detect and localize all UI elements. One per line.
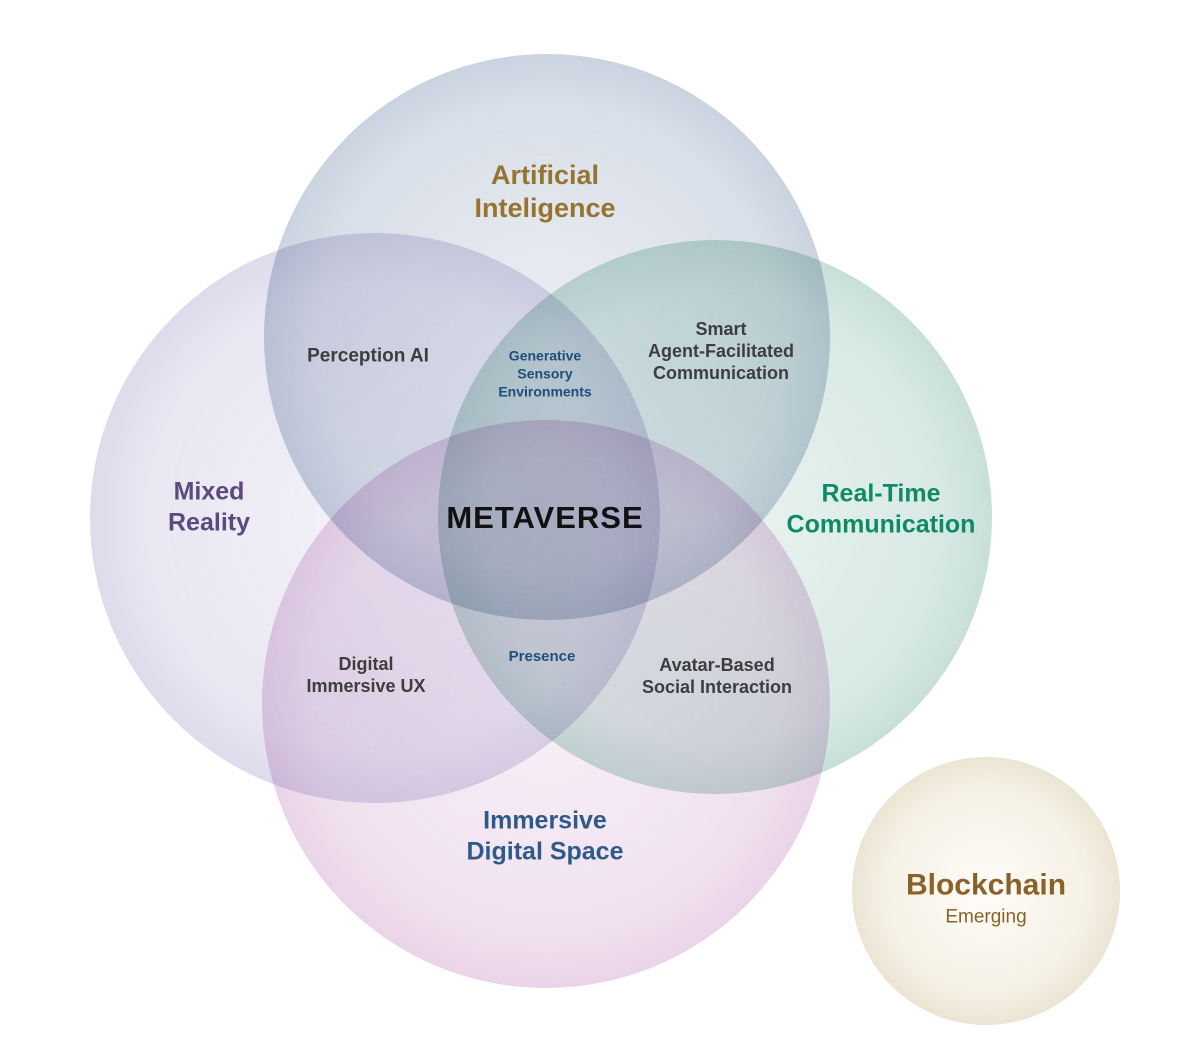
label-perception-ai: Perception AI: [307, 345, 429, 367]
label-real-time-communication: Real-Time Communication: [786, 479, 976, 539]
label-generative-sensory-environments: Generative Sensory Environments: [498, 347, 592, 401]
label-smart-agent-facilitated-communication: Smart Agent-Facilitated Communication: [647, 319, 795, 383]
label-avatar-based-social-interaction: Avatar-Based Social Interaction: [641, 655, 793, 697]
label-immersive-digital-space: Immersive Digital Space: [466, 806, 624, 866]
label-presence: Presence: [508, 647, 576, 665]
label-metaverse: METAVERSE: [446, 500, 644, 536]
blockchain-status: Emerging: [945, 906, 1027, 928]
label-mixed-reality: Mixed Reality: [168, 477, 250, 537]
label-blockchain: Blockchain Emerging: [906, 831, 1066, 966]
circle-immersive-digital-space: [262, 420, 830, 988]
label-artificial-intelligence: Artificial Inteligence: [474, 160, 616, 223]
blockchain-title: Blockchain: [905, 868, 1067, 902]
circle-blockchain: [852, 757, 1120, 1025]
label-digital-immersive-ux: Digital Immersive UX: [306, 654, 426, 696]
